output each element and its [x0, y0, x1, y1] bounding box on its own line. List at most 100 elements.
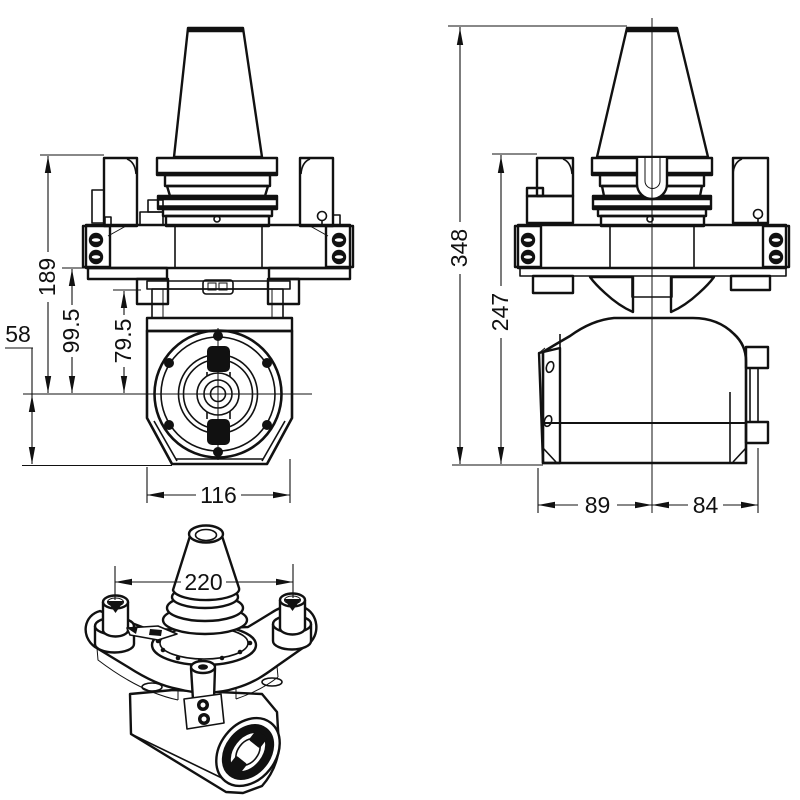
step-block-left [531, 274, 575, 295]
screw-slit [523, 238, 533, 242]
clamp-tab-hole [207, 282, 217, 291]
clamp-lug [744, 345, 770, 370]
iso-spindle-face [215, 716, 281, 788]
locating-post-right [731, 156, 770, 225]
iso-body-edge [130, 733, 227, 781]
mount-flange [84, 223, 352, 270]
plate-dot [213, 215, 221, 223]
arrowhead-up [497, 156, 505, 173]
hook-left [588, 275, 635, 314]
head-top-bar [145, 316, 294, 333]
screw-slit [91, 255, 101, 259]
collar-bolt [237, 649, 243, 655]
arrowhead-up [44, 156, 52, 173]
head-housing [541, 316, 748, 465]
screw-slit [334, 238, 344, 242]
lever-tip [127, 626, 138, 634]
under-bar [519, 267, 787, 277]
iso-dimensions: 220 [114, 564, 294, 600]
post-notch [562, 158, 573, 175]
hook-right [669, 275, 716, 314]
post-notch [732, 158, 743, 175]
stop-block [91, 189, 105, 224]
screw-slit [771, 238, 781, 242]
step-block-right [729, 274, 772, 292]
dim-label-79-5: 79.5 [110, 319, 136, 364]
screw-bore [201, 716, 207, 722]
dim-79-5: 79.5 [110, 291, 136, 393]
arrowhead-left [652, 501, 669, 509]
screw-slit [334, 255, 344, 259]
collar-bolt [175, 655, 181, 661]
dim-label-99-5: 99.5 [58, 309, 84, 354]
plate-foot [141, 682, 163, 692]
arrowhead-down [120, 376, 128, 393]
screw-bore [200, 702, 206, 708]
arrowhead-down [44, 376, 52, 393]
screw-slit [771, 255, 781, 259]
chamfer-line [261, 420, 286, 462]
side-view [513, 18, 791, 513]
knob [752, 208, 764, 220]
screw-dot [164, 420, 174, 430]
arrowhead-right [741, 501, 758, 509]
clamp-tab-hole [218, 282, 228, 291]
lug-bar [749, 367, 759, 423]
dim-label-247: 247 [487, 293, 513, 331]
clamp-block [183, 693, 225, 730]
post-notch [126, 158, 137, 175]
dim-247: 247 [487, 155, 513, 464]
post-notch [300, 158, 311, 175]
dim-label-220: 220 [184, 569, 222, 595]
clamp-tab [202, 279, 234, 295]
knob [316, 210, 328, 222]
arrowhead-right [635, 501, 652, 509]
lever-pad [149, 629, 162, 636]
plate-bevel [538, 347, 546, 354]
dim-label-89: 89 [585, 492, 611, 518]
screw-slit [91, 238, 101, 242]
ear-left [86, 266, 169, 281]
arrowhead-left [538, 501, 555, 509]
face-dark-ring [221, 724, 275, 780]
arrowhead-up [68, 269, 76, 286]
collar-bolt [160, 647, 166, 653]
dim-220: 220 [115, 569, 293, 595]
arrowhead-up [456, 28, 464, 45]
clamp-block-left [513, 224, 543, 269]
head-housing [145, 329, 294, 466]
dim-116: 116 [147, 482, 290, 508]
plate-hole [543, 414, 553, 428]
side-plate [537, 346, 562, 465]
dim-189: 189 [34, 156, 60, 393]
clamp-block-right [761, 224, 791, 269]
dim-84: 84 [652, 492, 758, 518]
iso-view [84, 524, 318, 795]
dim-label-84: 84 [693, 492, 719, 518]
screw-slit [523, 255, 533, 259]
chamfer-line [732, 447, 747, 463]
plate-hole [545, 360, 555, 374]
locating-post-right [298, 156, 335, 228]
pin-slot [107, 601, 124, 613]
arrowhead-right [273, 491, 290, 499]
side-dimensions: 348 247 89 84 [446, 25, 759, 518]
front-dimensions: 189 99.5 79.5 58 [5, 154, 291, 508]
dim-label-348: 348 [446, 229, 472, 267]
dim-label-58: 58 [5, 321, 31, 347]
arrowhead-left [115, 578, 132, 586]
dim-label-189: 189 [34, 258, 60, 296]
pin-slot [284, 599, 301, 611]
locating-post-left [102, 156, 139, 228]
face-key [229, 756, 247, 774]
plate-foot [261, 677, 283, 687]
flange-ring [163, 173, 272, 188]
pin-front-bore [198, 664, 208, 670]
collar-bolt [219, 655, 225, 661]
arrowhead-down [497, 447, 505, 464]
step-tab [139, 211, 164, 226]
chamfer-line [153, 420, 178, 462]
gear-block [525, 194, 575, 225]
plate-dot [646, 215, 654, 223]
